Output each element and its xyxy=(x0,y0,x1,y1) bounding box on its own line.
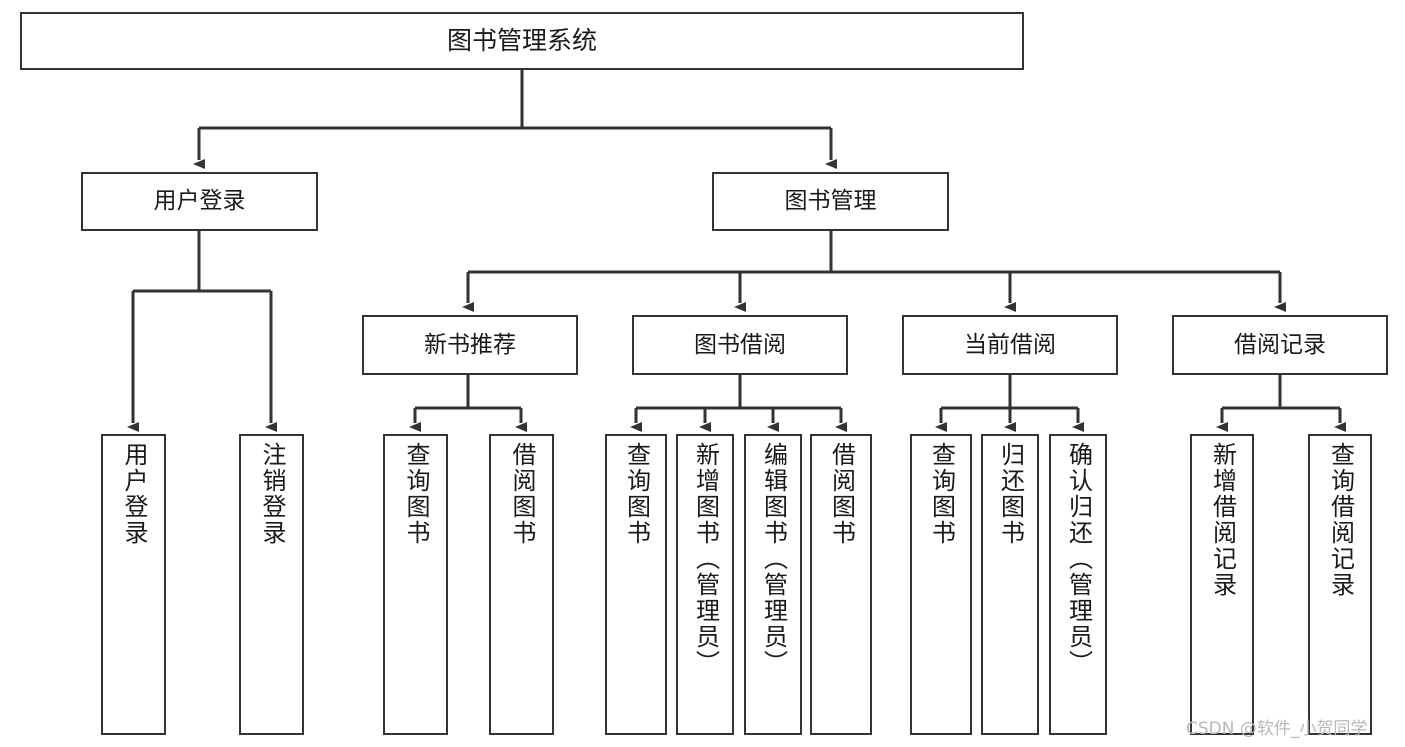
node-label: 新增图书（管理员） xyxy=(691,442,720,676)
node-label: 查询图书 xyxy=(401,442,430,546)
node-label: 编辑图书（管理员） xyxy=(759,442,788,676)
leaf-current-return-book[interactable]: 归还图书 xyxy=(981,434,1039,735)
node-label: 借阅图书 xyxy=(507,442,536,546)
node-label: 借阅记录 xyxy=(1234,331,1326,358)
leaf-new-book-query-book[interactable]: 查询图书 xyxy=(383,434,448,735)
leaf-borrow-add-book-admin[interactable]: 新增图书（管理员） xyxy=(676,434,734,735)
node-label: 新增借阅记录 xyxy=(1208,442,1237,598)
node-label: 图书借阅 xyxy=(694,331,786,358)
leaf-borrow-query-book[interactable]: 查询图书 xyxy=(605,434,667,735)
leaf-current-query-book[interactable]: 查询图书 xyxy=(910,434,972,735)
node-root-book-management-system[interactable]: 图书管理系统 xyxy=(20,12,1024,70)
node-current-borrow[interactable]: 当前借阅 xyxy=(902,315,1118,375)
node-label: 查询借阅记录 xyxy=(1326,442,1355,598)
node-new-book-recommendation[interactable]: 新书推荐 xyxy=(362,315,578,375)
leaf-user-login-action[interactable]: 用户登录 xyxy=(101,434,166,735)
node-label: 新书推荐 xyxy=(424,331,516,358)
leaf-borrow-borrow-book[interactable]: 借阅图书 xyxy=(810,434,872,735)
node-label: 查询图书 xyxy=(927,442,956,546)
node-borrow-record[interactable]: 借阅记录 xyxy=(1172,315,1388,375)
node-book-management[interactable]: 图书管理 xyxy=(712,172,949,231)
node-label: 当前借阅 xyxy=(964,331,1056,358)
leaf-logout[interactable]: 注销登录 xyxy=(239,434,304,735)
node-label: 借阅图书 xyxy=(827,442,856,546)
node-label: 图书管理系统 xyxy=(446,25,597,55)
leaf-new-book-borrow-book[interactable]: 借阅图书 xyxy=(489,434,554,735)
node-label: 用户登录 xyxy=(119,442,148,546)
leaf-current-confirm-return-admin[interactable]: 确认归还（管理员） xyxy=(1049,434,1107,735)
leaf-borrow-edit-book-admin[interactable]: 编辑图书（管理员） xyxy=(744,434,802,735)
watermark-csdn: CSDN @软件_小贺同学 xyxy=(1186,719,1368,739)
leaf-record-query-borrow-record[interactable]: 查询借阅记录 xyxy=(1308,434,1372,735)
node-label: 查询图书 xyxy=(622,442,651,546)
node-user-login[interactable]: 用户登录 xyxy=(81,172,318,231)
node-label: 用户登录 xyxy=(153,188,246,215)
node-book-borrow[interactable]: 图书借阅 xyxy=(632,315,848,375)
leaf-record-add-borrow-record[interactable]: 新增借阅记录 xyxy=(1190,434,1254,735)
node-label: 图书管理 xyxy=(784,188,877,215)
node-label: 注销登录 xyxy=(257,442,286,546)
node-label: 归还图书 xyxy=(996,442,1025,546)
node-label: 确认归还（管理员） xyxy=(1064,442,1093,676)
